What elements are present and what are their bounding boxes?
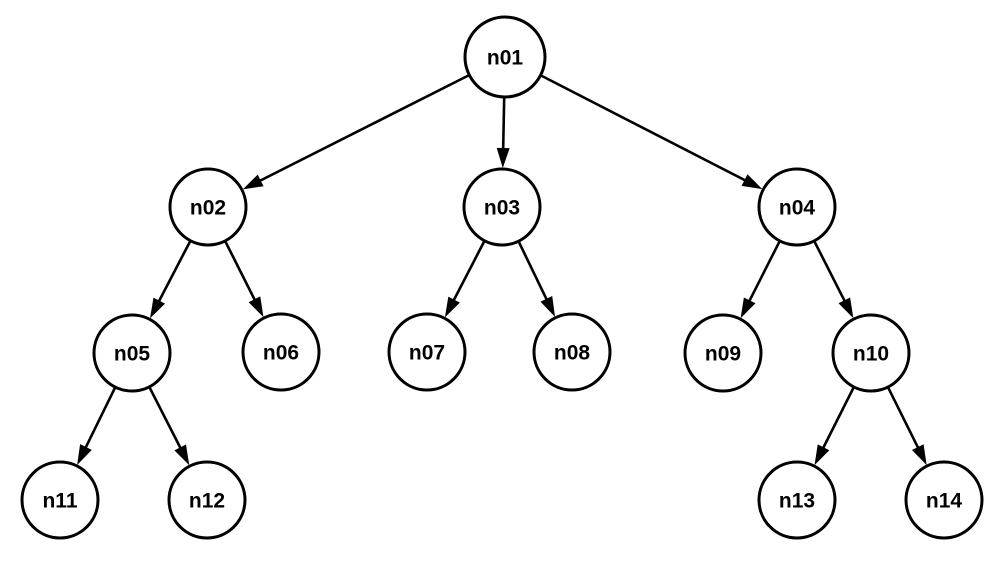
- edge-n05-to-n11: [77, 387, 117, 465]
- edge-line: [747, 241, 781, 303]
- edge-n10-to-n14: [887, 387, 927, 466]
- node-circle[interactable]: [904, 460, 984, 540]
- arrowhead-icon: [740, 297, 756, 319]
- edge-line: [224, 241, 257, 302]
- node-n05[interactable]: n05: [92, 313, 172, 393]
- arrowhead-icon: [814, 444, 830, 466]
- node-circle[interactable]: [168, 167, 248, 247]
- edge-n03-to-n08: [517, 241, 556, 317]
- edge-n01-to-n02: [242, 74, 469, 190]
- node-label: n06: [263, 342, 299, 365]
- node-label: n14: [926, 490, 963, 513]
- node-circle[interactable]: [757, 167, 837, 247]
- node-n06[interactable]: n06: [241, 312, 321, 392]
- edge-line: [517, 241, 549, 301]
- arrowhead-icon: [496, 147, 510, 169]
- arrowhead-icon: [444, 296, 460, 318]
- node-circle[interactable]: [462, 167, 542, 247]
- edge-n02-to-n05: [150, 240, 192, 319]
- node-label: n07: [409, 342, 445, 365]
- edge-n05-to-n12: [148, 387, 190, 466]
- edge-n02-to-n06: [224, 241, 264, 318]
- arrowhead-icon: [911, 444, 927, 466]
- node-n09[interactable]: n09: [683, 313, 763, 393]
- node-label: n12: [189, 490, 225, 513]
- node-label: n03: [484, 197, 520, 220]
- node-n12[interactable]: n12: [167, 460, 247, 540]
- node-n13[interactable]: n13: [757, 460, 837, 540]
- arrowhead-icon: [540, 296, 556, 317]
- arrowhead-icon: [741, 174, 763, 190]
- node-n07[interactable]: n07: [387, 312, 467, 392]
- node-circle[interactable]: [241, 312, 321, 392]
- edge-line: [501, 97, 506, 150]
- node-label: n05: [114, 343, 151, 366]
- node-n08[interactable]: n08: [532, 312, 612, 392]
- edge-n10-to-n13: [814, 387, 855, 466]
- edge-line: [84, 387, 117, 450]
- node-n04[interactable]: n04: [757, 167, 837, 247]
- node-label: n02: [190, 197, 226, 220]
- edges-layer: [77, 74, 927, 466]
- node-label: n10: [853, 343, 889, 366]
- edge-line: [157, 240, 192, 303]
- node-label: n09: [705, 343, 741, 366]
- edge-n04-to-n09: [740, 241, 781, 319]
- node-label: n01: [487, 47, 524, 70]
- node-n01[interactable]: n01: [463, 15, 547, 99]
- edge-line: [813, 241, 847, 303]
- node-n14[interactable]: n14: [904, 460, 984, 540]
- node-circle[interactable]: [20, 460, 100, 540]
- node-circle[interactable]: [532, 312, 612, 392]
- arrowhead-icon: [248, 296, 264, 318]
- node-circle[interactable]: [831, 313, 911, 393]
- edge-line: [540, 74, 747, 182]
- edge-line: [887, 387, 920, 450]
- node-n03[interactable]: n03: [462, 167, 542, 247]
- node-circle[interactable]: [92, 313, 172, 393]
- node-circle[interactable]: [757, 460, 837, 540]
- edge-n01-to-n03: [496, 97, 510, 169]
- node-circle[interactable]: [167, 460, 247, 540]
- node-label: n11: [42, 490, 77, 513]
- node-circle[interactable]: [387, 312, 467, 392]
- edge-line: [258, 74, 469, 183]
- node-label: n13: [779, 490, 815, 513]
- node-label: n08: [554, 342, 591, 365]
- edge-line: [148, 387, 183, 450]
- edge-line: [821, 387, 855, 450]
- arrowhead-icon: [242, 174, 264, 190]
- arrowhead-icon: [174, 444, 190, 466]
- node-n02[interactable]: n02: [168, 167, 248, 247]
- node-n11[interactable]: n11: [20, 460, 100, 540]
- node-circle[interactable]: [463, 15, 547, 99]
- edge-n04-to-n10: [813, 241, 854, 319]
- node-label: n04: [779, 197, 816, 220]
- edge-n03-to-n07: [444, 241, 486, 318]
- edge-n01-to-n04: [540, 74, 763, 190]
- node-circle[interactable]: [683, 313, 763, 393]
- arrowhead-icon: [150, 297, 166, 319]
- node-n10[interactable]: n10: [831, 313, 911, 393]
- arrowhead-icon: [77, 444, 92, 465]
- nodes-layer: n01 n02 n03 n04 n05 n06 n07 n08 n09 n10 n11 n12 n13 n…: [20, 15, 984, 540]
- arrowhead-icon: [838, 297, 854, 319]
- edge-line: [452, 241, 486, 302]
